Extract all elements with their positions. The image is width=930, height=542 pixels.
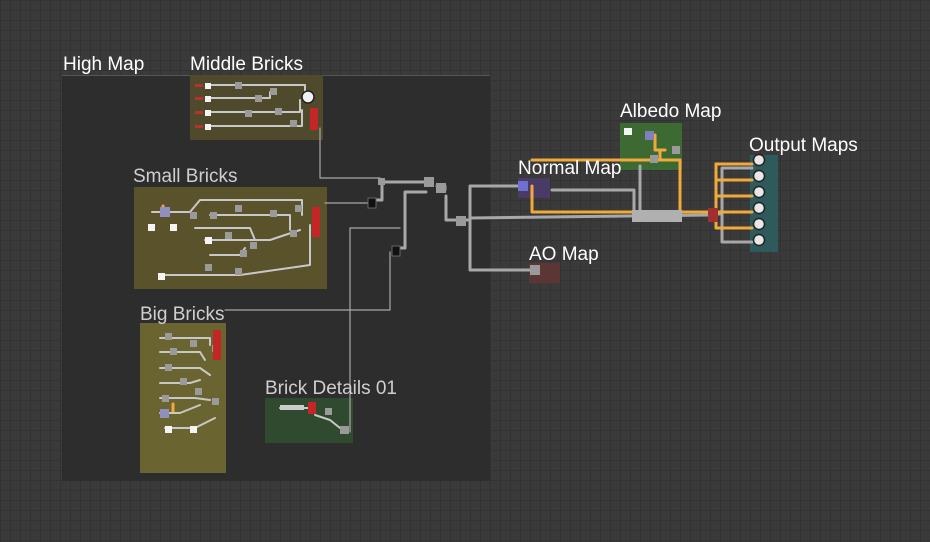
ao-node <box>530 265 540 275</box>
frame-label-ao-map: AO Map <box>529 244 599 265</box>
output-nodes <box>752 153 766 247</box>
frame-label-high-map: High Map <box>63 54 145 75</box>
orange-wires <box>161 133 754 414</box>
graph-nodes <box>148 82 766 434</box>
frame-label-big-bricks: Big Bricks <box>140 304 225 325</box>
frame-label-output-maps: Output Maps <box>749 135 858 156</box>
frame-label-middle-bricks: Middle Bricks <box>190 54 303 75</box>
frame-label-brick-details: Brick Details 01 <box>265 378 397 399</box>
thin-wires <box>224 127 401 433</box>
frame-label-small-bricks: Small Bricks <box>133 166 238 187</box>
big-bricks-nodes <box>160 330 221 433</box>
frame-label-normal-map: Normal Map <box>518 158 622 179</box>
small-bricks-nodes <box>148 205 320 280</box>
frame-label-albedo-map: Albedo Map <box>620 101 722 122</box>
central-nodes <box>367 128 718 275</box>
middle-bricks-nodes <box>195 82 318 130</box>
normal-node <box>518 181 528 191</box>
brick-details-nodes <box>280 402 349 434</box>
middle-bricks-wires <box>209 84 306 127</box>
blend-node-icon <box>301 90 315 104</box>
